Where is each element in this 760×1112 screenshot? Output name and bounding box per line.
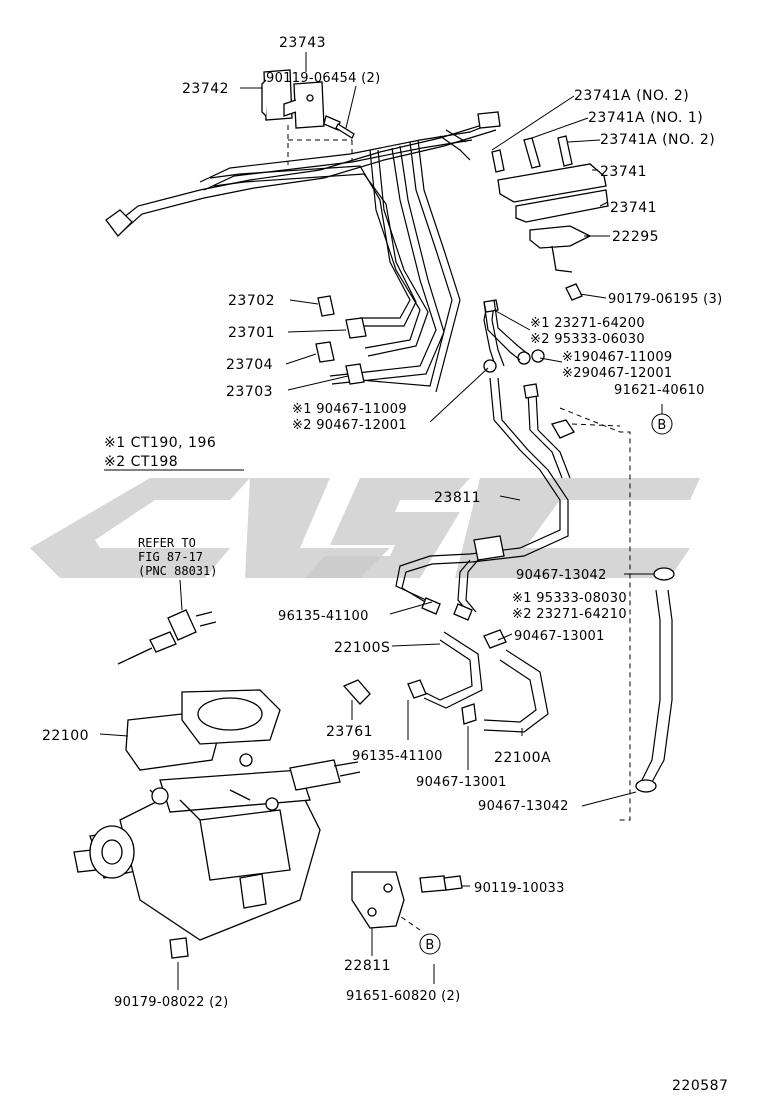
label-90467-12001-left: ※2 90467-12001: [292, 418, 407, 433]
label-23702: 23702: [228, 293, 275, 309]
label-23701: 23701: [228, 325, 275, 341]
label-22100s: 22100S: [334, 640, 390, 656]
marker-b-label-1: B: [657, 418, 666, 433]
ground-dash-right: [559, 407, 631, 821]
label-91621-40610: 91621-40610: [614, 383, 705, 398]
fuel-line-23811-drawing: [395, 299, 575, 621]
watermark-logo: [30, 478, 700, 578]
pipe-clamp-23741-drawing: [491, 135, 609, 301]
bolt-90119-06454-drawing: [323, 115, 355, 139]
label-23743: 23743: [279, 35, 326, 51]
label-22295: 22295: [612, 229, 659, 245]
label-90467-11009-right: ※190467-11009: [562, 350, 672, 365]
legend-note-2: ※2 CT198: [104, 454, 178, 470]
part-labels: 23743 23742 90119-06454 (2) 23741A (NO. …: [42, 35, 722, 1010]
label-90119-10033: 90119-10033: [474, 881, 565, 896]
label-22100a: 22100A: [494, 750, 551, 766]
label-23811: 23811: [434, 490, 481, 506]
label-90467-13001-a: 90467-13001: [514, 629, 605, 644]
hoses-drawing: [342, 299, 675, 793]
injection-pump-22100-drawing: [73, 689, 361, 959]
refer-to-note: REFER TO FIG 87-17 (PNC 88031): [138, 536, 217, 578]
legend-note-1: ※1 CT190, 196: [104, 435, 216, 451]
reference-marker-b-1: B: [651, 413, 673, 435]
label-95333-08030: ※1 95333-08030: [512, 591, 627, 606]
label-90467-11009-left: ※1 90467-11009: [292, 402, 407, 417]
refer-line-3: (PNC 88031): [138, 564, 217, 578]
label-23271-64200: ※1 23271-64200: [530, 316, 645, 331]
clamp-23742-drawing: [261, 69, 325, 129]
label-22100: 22100: [42, 728, 89, 744]
label-23741a-no1: 23741A (NO. 1): [588, 110, 703, 126]
label-95333-06030: ※2 95333-06030: [530, 332, 645, 347]
label-23742: 23742: [182, 81, 229, 97]
figure-id: 220587: [672, 1078, 728, 1094]
bracket-22811-drawing: [351, 871, 463, 929]
label-96135-41100-b: 96135-41100: [352, 749, 443, 764]
label-91651-60820: 91651-60820 (2): [346, 989, 460, 1004]
label-23741a-no2-top: 23741A (NO. 2): [574, 88, 689, 104]
label-23741-b: 23741: [610, 200, 657, 216]
label-90467-13042-a: 90467-13042: [516, 568, 607, 583]
label-90467-12001-right: ※290467-12001: [562, 366, 672, 381]
ground-dash-b: [571, 423, 621, 427]
label-23741-a: 23741: [600, 164, 647, 180]
label-90467-13001-b: 90467-13001: [416, 775, 507, 790]
marker-b-label-2: B: [425, 938, 434, 953]
reference-marker-b-2: B: [419, 933, 441, 955]
injection-pipes-drawing: [105, 111, 501, 393]
label-96135-41100-a: 96135-41100: [278, 609, 369, 624]
label-23761: 23761: [326, 724, 373, 740]
refer-line-2: FIG 87-17: [138, 550, 203, 564]
legend-notes: ※1 CT190, 196 ※2 CT198: [104, 435, 216, 470]
label-23703: 23703: [226, 384, 273, 400]
clamp-position-dash: [287, 125, 352, 165]
label-23704: 23704: [226, 357, 273, 373]
leader-lines: [99, 52, 663, 990]
label-22811: 22811: [344, 958, 391, 974]
refer-line-1: REFER TO: [138, 536, 196, 550]
solenoid-drawing: [117, 579, 217, 665]
label-90119-06454: 90119-06454 (2): [266, 71, 380, 86]
label-90179-08022: 90179-08022 (2): [114, 995, 228, 1010]
label-23271-64210: ※2 23271-64210: [512, 607, 627, 622]
label-23741a-no2-bottom: 23741A (NO. 2): [600, 132, 715, 148]
label-90467-13042-b: 90467-13042: [478, 799, 569, 814]
label-90179-06195: 90179-06195 (3): [608, 292, 722, 307]
